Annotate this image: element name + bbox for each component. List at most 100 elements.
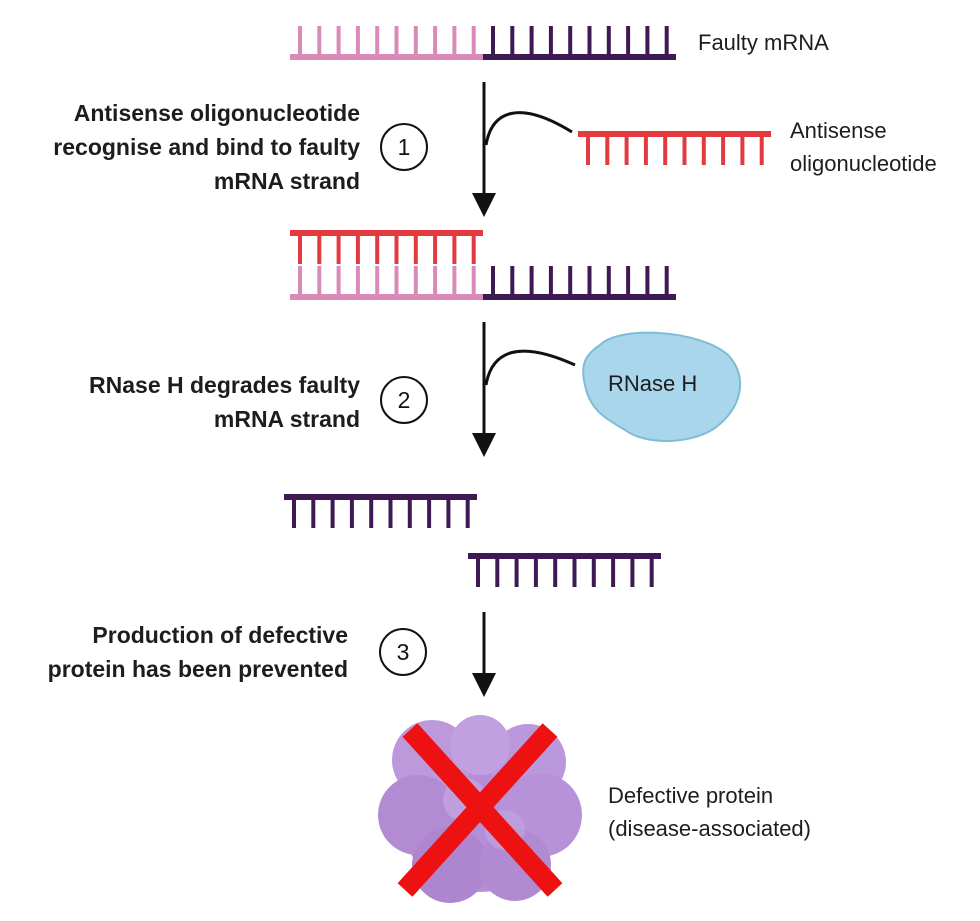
aso-side-base <box>586 137 590 165</box>
aso-bound-base <box>317 236 322 264</box>
faulty-mrna-label: Faulty mRNA <box>698 30 829 55</box>
aso-side-base <box>701 137 706 165</box>
mrna-top-pink <box>290 26 483 60</box>
mrna-bound-pink <box>290 266 483 300</box>
aso-bound-base <box>375 236 380 264</box>
step-2-branch <box>484 349 576 386</box>
mrna-bound-purple-base <box>645 266 650 294</box>
mrna-bound-purple-base <box>587 266 592 294</box>
step-1-line-1: Antisense oligonucleotide <box>73 100 360 126</box>
aso-bound-base <box>452 236 457 264</box>
mrna-top-purple-base <box>664 26 669 54</box>
fragment-2-base <box>495 559 500 587</box>
mrna-top-pink-base <box>298 26 302 54</box>
rnase-h-enzyme <box>582 331 742 442</box>
fragment-2-base <box>591 559 596 587</box>
fragment-2-base <box>649 559 654 587</box>
aso-side-base <box>682 137 687 165</box>
step-1-branch <box>484 111 573 146</box>
aso-side-base <box>740 137 745 165</box>
mrna-bound-purple-base <box>510 266 515 294</box>
aso-bound-base <box>471 236 476 264</box>
mrna-top-pink-base <box>317 26 322 54</box>
fragment-2-base <box>533 559 538 587</box>
mrna-top-purple-base <box>587 26 592 54</box>
mrna-top-pink-base <box>355 26 360 54</box>
aso-side-base <box>721 137 726 165</box>
step-3-line-1: Production of defective <box>92 622 348 648</box>
mrna-bound-purple-base <box>626 266 631 294</box>
rnase-h-label: RNase H <box>608 371 698 396</box>
mrna-top-pink-base <box>394 26 399 54</box>
fragment-2-base <box>553 559 558 587</box>
fragment-1-base <box>311 500 316 528</box>
fragment-2-base <box>611 559 616 587</box>
mrna-top-pink-base <box>413 26 418 54</box>
fragment-1-base <box>349 500 354 528</box>
fragment-1-base <box>465 500 470 528</box>
mrna-bound-pink-base <box>298 266 302 294</box>
mrna-bound-pink-backbone <box>290 294 483 300</box>
fragment-1-backbone <box>284 494 477 500</box>
mrna-top-purple-backbone <box>483 54 676 60</box>
aso-side-base <box>605 137 610 165</box>
fragment-1-base <box>369 500 374 528</box>
mrna-top-purple <box>483 26 676 60</box>
mrna-bound-pink-base <box>471 266 476 294</box>
defective-protein-label-line2: (disease-associated) <box>608 816 811 841</box>
mrna-top-purple-base <box>491 26 495 54</box>
aso-bound-base <box>433 236 438 264</box>
aso-bound <box>290 230 483 264</box>
fragment-1 <box>284 494 477 528</box>
aso-bound-base <box>336 236 341 264</box>
fragment-1-base <box>446 500 451 528</box>
step-1-text: Antisense oligonucleotide recognise and … <box>0 96 360 198</box>
aso-side-base <box>643 137 648 165</box>
step-2-line-2: mRNA strand <box>213 406 360 432</box>
mrna-bound-pink-base <box>433 266 438 294</box>
step-3-text: Production of defective protein has been… <box>0 618 348 686</box>
aso-side-backbone <box>578 131 771 137</box>
mrna-bound-purple-base <box>568 266 573 294</box>
mrna-bound-pink-base <box>375 266 380 294</box>
mrna-bound-pink-base <box>394 266 399 294</box>
mrna-top-purple-base <box>529 26 534 54</box>
step-3-number: 3 <box>379 628 427 676</box>
aso-bound-base <box>413 236 418 264</box>
mrna-bound-purple-backbone <box>483 294 676 300</box>
mrna-bound-purple-base <box>664 266 669 294</box>
aso-bound-base <box>394 236 399 264</box>
mrna-bound-pink-base <box>336 266 341 294</box>
fragment-2 <box>468 553 661 587</box>
step-1-line-2: recognise and bind to faulty <box>53 134 360 160</box>
antisense-label-line2: oligonucleotide <box>790 151 937 176</box>
mrna-top-pink-backbone <box>290 54 483 60</box>
aso-side-base <box>759 137 764 165</box>
mrna-top-purple-base <box>626 26 631 54</box>
mrna-top-purple-base <box>606 26 611 54</box>
mrna-top-pink-base <box>336 26 341 54</box>
aso-side-base <box>624 137 629 165</box>
fragment-2-base <box>572 559 577 587</box>
step-2-line-1: RNase H degrades faulty <box>89 372 360 398</box>
aso-bound-base <box>298 236 302 264</box>
fragment-2-backbone <box>468 553 661 559</box>
mrna-top-purple-base <box>548 26 553 54</box>
mrna-bound-pink-base <box>452 266 457 294</box>
step-3-line-2: protein has been prevented <box>47 656 348 682</box>
aso-bound-backbone <box>290 230 483 236</box>
fragment-2-base <box>514 559 519 587</box>
mrna-bound-purple-base <box>491 266 495 294</box>
step-1-number: 1 <box>380 123 428 171</box>
antisense-label-line1: Antisense <box>790 118 887 143</box>
step-2-text: RNase H degrades faulty mRNA strand <box>0 368 360 436</box>
mrna-top-purple-base <box>645 26 650 54</box>
defective-protein-label-line1: Defective protein <box>608 783 774 808</box>
fragment-1-base <box>427 500 432 528</box>
mrna-bound-pink-base <box>355 266 360 294</box>
cross-line-2 <box>397 723 558 897</box>
mrna-bound-purple <box>483 266 676 300</box>
step-2-number: 2 <box>380 376 428 424</box>
